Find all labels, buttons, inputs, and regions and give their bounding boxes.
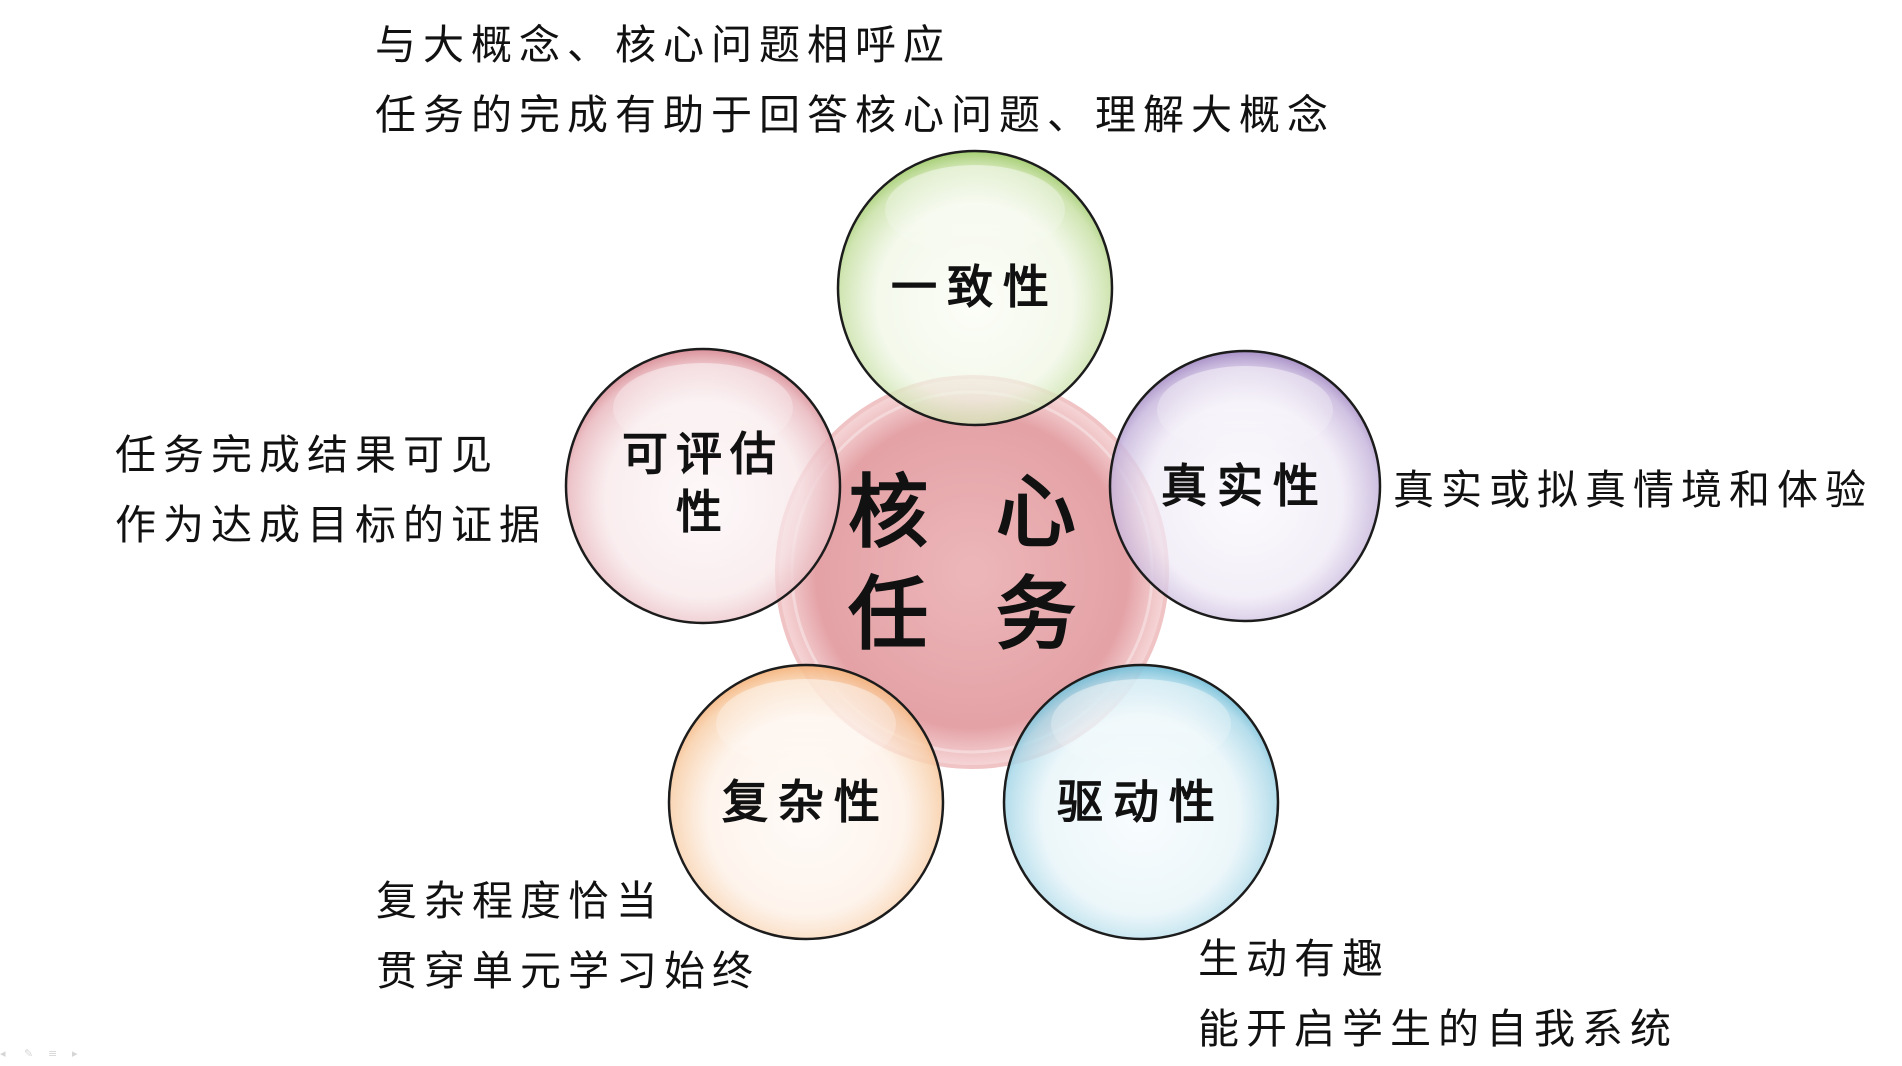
drive-note-2: 能开启学生的自我系统 bbox=[1198, 1005, 1678, 1053]
assessability-label-line2: 性 bbox=[676, 485, 730, 539]
authenticity-label: 真实性 bbox=[1161, 459, 1329, 513]
next-slide-icon[interactable]: ▸ bbox=[72, 1047, 78, 1060]
complexity-label: 复杂性 bbox=[722, 775, 890, 829]
drive-notes: 生动有趣 能开启学生的自我系统 bbox=[1198, 924, 1678, 1064]
previous-slide-icon[interactable]: ◂ bbox=[0, 1047, 6, 1060]
complexity-note-1: 复杂程度恰当 bbox=[376, 877, 664, 925]
assessability-note-1: 任务完成结果可见 bbox=[115, 431, 499, 479]
slideshow-controls: ◂ ✎ ≡ ▸ bbox=[0, 1046, 86, 1062]
drive-note-1: 生动有趣 bbox=[1198, 935, 1390, 983]
drive-label: 驱动性 bbox=[1057, 775, 1225, 829]
assessability-note-2: 作为达成目标的证据 bbox=[115, 501, 547, 549]
consistency-note-2: 任务的完成有助于回答核心问题、理解大概念 bbox=[375, 91, 1335, 139]
center-circle: 核 心 任 务 bbox=[775, 375, 1169, 769]
pen-icon[interactable]: ✎ bbox=[24, 1047, 34, 1060]
authenticity-notes: 真实或拟真情境和体验 bbox=[1393, 455, 1873, 525]
menu-icon[interactable]: ≡ bbox=[48, 1047, 58, 1060]
consistency-note-1: 与大概念、核心问题相呼应 bbox=[375, 21, 951, 69]
consistency-notes: 与大概念、核心问题相呼应 任务的完成有助于回答核心问题、理解大概念 bbox=[375, 10, 1335, 150]
center-label-line2: 任 务 bbox=[848, 567, 1096, 661]
complexity-note-2: 贯穿单元学习始终 bbox=[376, 947, 760, 995]
consistency-label: 一致性 bbox=[891, 260, 1059, 314]
complexity-circle: 复杂性 bbox=[667, 663, 945, 941]
assessability-circle: 可评估 性 bbox=[564, 347, 842, 625]
drive-circle: 驱动性 bbox=[1002, 663, 1280, 941]
complexity-notes: 复杂程度恰当 贯穿单元学习始终 bbox=[376, 866, 760, 1006]
consistency-circle: 一致性 bbox=[836, 149, 1114, 427]
center-label-line1: 核 心 bbox=[848, 465, 1096, 559]
authenticity-note-1: 真实或拟真情境和体验 bbox=[1393, 466, 1873, 514]
assessability-notes: 任务完成结果可见 作为达成目标的证据 bbox=[115, 420, 547, 560]
authenticity-circle: 真实性 bbox=[1108, 349, 1382, 623]
assessability-label-line1: 可评估 bbox=[622, 427, 784, 481]
